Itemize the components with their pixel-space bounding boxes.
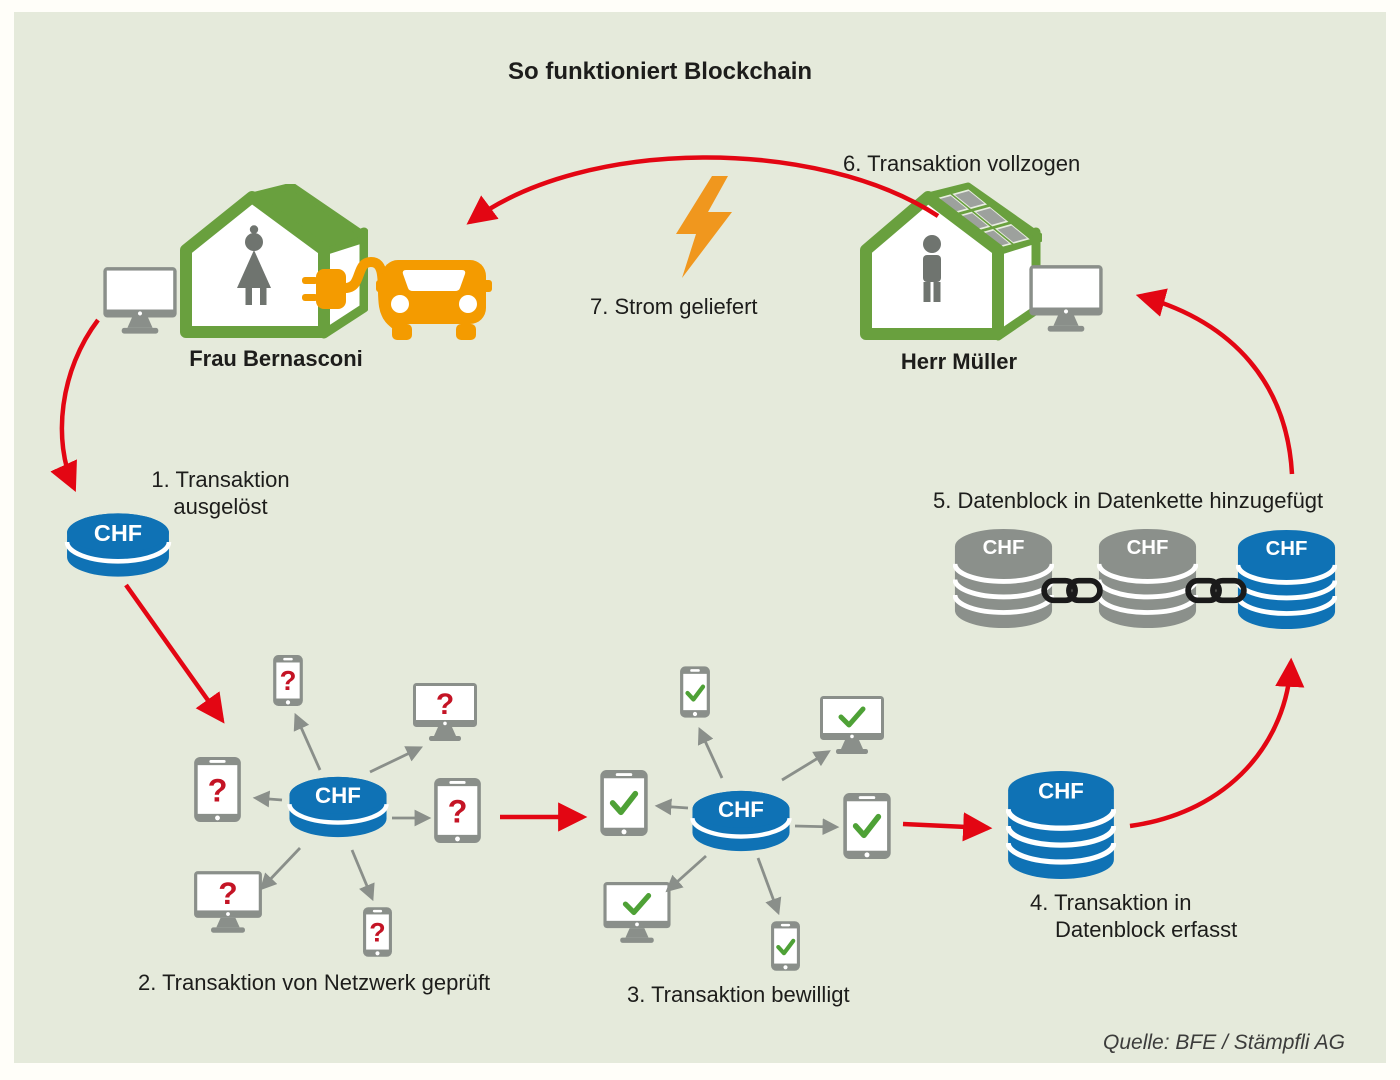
bernasconi-name-label: Frau Bernasconi [189, 346, 363, 371]
source-label: Quelle: BFE / Stämpfli AG [1103, 1031, 1345, 1054]
lightning-icon [676, 176, 732, 278]
check-icon [609, 790, 639, 816]
svg-text:?: ? [280, 665, 297, 696]
step6-label: 6. Transaktion vollzogen [843, 151, 1081, 176]
svg-text:?: ? [218, 875, 237, 911]
mueller-house-icon [860, 182, 1042, 341]
mueller-name-label: Herr Müller [900, 349, 1018, 374]
man-figure-icon [923, 235, 941, 302]
check-icon [776, 938, 796, 956]
woman-figure-icon [237, 225, 271, 305]
monitor-check-icon [603, 882, 671, 943]
chf-datablock-gray: CHF [1097, 526, 1198, 631]
monitor-question-icon: ? [194, 871, 262, 933]
page-title: So funktioniert Blockchain [507, 58, 813, 85]
phone-question-icon: ? [363, 907, 392, 957]
svg-text:?: ? [369, 917, 385, 947]
svg-text:CHF: CHF [1127, 537, 1169, 559]
chf-datablock-blue: CHF [1236, 526, 1337, 633]
check-icon [622, 893, 652, 916]
check-icon [685, 684, 706, 702]
solar-panels-icon [934, 189, 1030, 249]
phone-check-icon [680, 666, 710, 718]
svg-text:CHF: CHF [315, 783, 361, 808]
svg-text:CHF: CHF [983, 537, 1025, 559]
svg-text:?: ? [208, 773, 228, 809]
chf-datablock-gray: CHF [953, 526, 1054, 631]
chain-link-icon [1041, 573, 1103, 607]
tablet-check-icon [843, 793, 891, 859]
tablet-check-icon [600, 770, 648, 836]
check-icon [852, 813, 882, 839]
phone-question-icon: ? [273, 655, 303, 706]
svg-text:CHF: CHF [1266, 538, 1308, 560]
mueller-computer-icon [1029, 265, 1103, 332]
svg-text:CHF: CHF [718, 797, 764, 822]
step5-label: 5. Datenblock in Datenkette hinzugefügt [933, 488, 1324, 513]
tablet-question-icon: ? [194, 757, 241, 822]
svg-text:CHF: CHF [1038, 779, 1084, 804]
monitor-question-icon: ? [413, 683, 477, 741]
chain-link-icon [1185, 573, 1247, 607]
svg-text:?: ? [436, 688, 454, 721]
chf-datablock-step4: CHF [1006, 770, 1116, 880]
bernasconi-house-icon [180, 184, 368, 339]
bernasconi-computer-icon [103, 267, 177, 334]
electric-car-icon [376, 260, 492, 340]
phone-check-icon [771, 921, 800, 971]
chf-coin-step3: CHF [689, 788, 793, 854]
step7-label: 7. Strom geliefert [590, 294, 758, 319]
monitor-check-icon [820, 696, 884, 754]
chf-coin-step1: CHF [64, 510, 172, 580]
check-icon [838, 706, 866, 728]
chf-coin-step2: CHF [286, 774, 390, 840]
step4-label: 4. Transaktion in Datenblock erfasst [1030, 890, 1238, 942]
step2-label: 2. Transaktion von Netzwerk geprüft [138, 970, 491, 995]
tablet-question-icon: ? [434, 778, 481, 843]
svg-text:?: ? [448, 794, 468, 830]
step1-label: 1. Transaktion ausgelöst [151, 467, 290, 519]
step3-label: 3. Transaktion bewilligt [627, 982, 850, 1007]
svg-text:CHF: CHF [94, 520, 142, 546]
